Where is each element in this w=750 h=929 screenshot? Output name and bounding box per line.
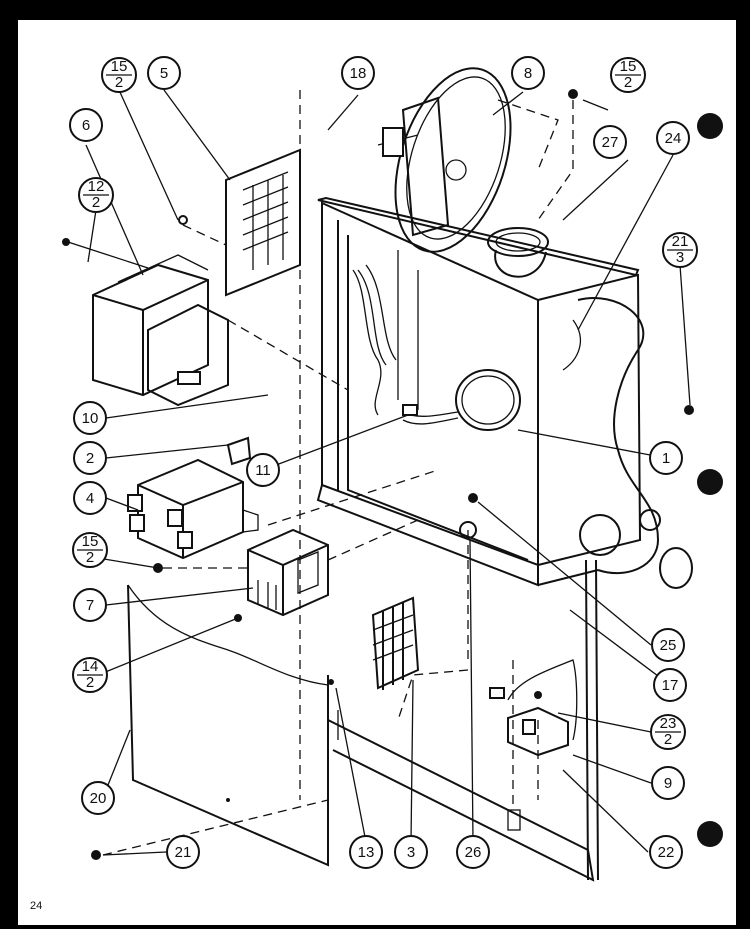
svg-text:2: 2 — [115, 74, 123, 91]
page-number: 24 — [30, 900, 43, 912]
callout-10: 10 — [73, 401, 107, 435]
registration-dot-middle — [697, 469, 723, 495]
svg-text:9: 9 — [664, 775, 672, 792]
svg-text:14: 14 — [82, 658, 99, 675]
callout-6: 6 — [69, 108, 103, 142]
svg-text:12: 12 — [88, 178, 105, 195]
callout-24: 24 — [656, 121, 690, 155]
svg-text:17: 17 — [662, 677, 679, 694]
registration-dot-bottom — [697, 821, 723, 847]
svg-text:2: 2 — [86, 450, 94, 467]
callout-18: 18 — [341, 56, 375, 90]
fraction-callout-15-2-top-left: 15 2 — [101, 57, 137, 93]
callout-13: 13 — [349, 835, 383, 869]
callout-9: 9 — [651, 766, 685, 800]
svg-text:24: 24 — [665, 130, 682, 147]
contactor — [247, 528, 329, 617]
callout-25: 25 — [651, 628, 685, 662]
part-callouts: 1 2 3 4 5 6 7 8 9 10 11 13 17 18 20 21 2… — [69, 56, 690, 869]
svg-text:23: 23 — [660, 715, 677, 732]
terminal-strip — [371, 596, 420, 690]
exploded-parts-drawing: 1 2 3 4 5 6 7 8 9 10 11 13 17 18 20 21 2… — [62, 56, 723, 882]
fraction-callouts: 15 2 15 2 15 2 12 2 21 3 14 2 — [72, 57, 698, 750]
svg-text:2: 2 — [624, 74, 632, 91]
svg-text:4: 4 — [86, 490, 94, 507]
assembly-guides — [102, 90, 574, 856]
fraction-callout-14-2: 14 2 — [72, 657, 108, 693]
callout-4: 4 — [73, 481, 107, 515]
callout-27: 27 — [593, 125, 627, 159]
callout-17: 17 — [653, 668, 687, 702]
svg-text:5: 5 — [160, 65, 168, 82]
callout-11: 11 — [246, 453, 280, 487]
svg-text:7: 7 — [86, 597, 94, 614]
svg-text:8: 8 — [524, 65, 532, 82]
lower-panel — [327, 559, 599, 882]
fraction-callout-15-2-top-right: 15 2 — [610, 57, 646, 93]
svg-text:15: 15 — [620, 58, 637, 75]
svg-text:11: 11 — [255, 462, 271, 479]
fraction-callout-23-2: 23 2 — [650, 714, 686, 750]
svg-text:27: 27 — [602, 134, 619, 151]
svg-text:2: 2 — [664, 731, 672, 748]
svg-text:10: 10 — [82, 410, 99, 427]
cabinet-box — [316, 196, 693, 589]
svg-text:2: 2 — [86, 549, 94, 566]
diagram-sheet: 1 2 3 4 5 6 7 8 9 10 11 13 17 18 20 21 2… — [18, 20, 736, 925]
access-panel — [127, 584, 329, 867]
svg-text:3: 3 — [407, 844, 415, 861]
registration-dot-top — [697, 113, 723, 139]
svg-text:6: 6 — [82, 117, 90, 134]
svg-text:26: 26 — [465, 844, 482, 861]
svg-text:21: 21 — [175, 844, 192, 861]
svg-text:1: 1 — [662, 450, 670, 467]
callout-2: 2 — [73, 441, 107, 475]
callout-22: 22 — [649, 835, 683, 869]
svg-text:15: 15 — [111, 58, 128, 75]
svg-text:2: 2 — [86, 674, 94, 691]
transformer — [67, 241, 229, 407]
svg-text:15: 15 — [82, 533, 99, 550]
callout-21: 21 — [166, 835, 200, 869]
svg-text:21: 21 — [672, 233, 689, 250]
svg-text:22: 22 — [658, 844, 675, 861]
fraction-callout-15-2-left: 15 2 — [72, 532, 108, 568]
blower-wheel — [377, 67, 512, 253]
terminal-panel — [225, 148, 301, 297]
svg-text:2: 2 — [92, 194, 100, 211]
callout-7: 7 — [73, 588, 107, 622]
callout-26: 26 — [456, 835, 490, 869]
fraction-callout-12-2: 12 2 — [78, 177, 114, 213]
svg-text:3: 3 — [676, 249, 684, 266]
fraction-callout-21-3: 21 3 — [662, 232, 698, 268]
svg-text:18: 18 — [350, 65, 367, 82]
callout-1: 1 — [649, 441, 683, 475]
svg-text:13: 13 — [358, 844, 375, 861]
svg-text:25: 25 — [660, 637, 677, 654]
hardware-screws — [62, 89, 694, 860]
leader-lines — [85, 89, 691, 856]
relay — [127, 458, 259, 560]
callout-3: 3 — [394, 835, 428, 869]
callout-8: 8 — [511, 56, 545, 90]
callout-20: 20 — [81, 781, 115, 815]
callout-5: 5 — [147, 56, 181, 90]
limit-switch — [489, 659, 578, 757]
svg-text:20: 20 — [90, 790, 107, 807]
